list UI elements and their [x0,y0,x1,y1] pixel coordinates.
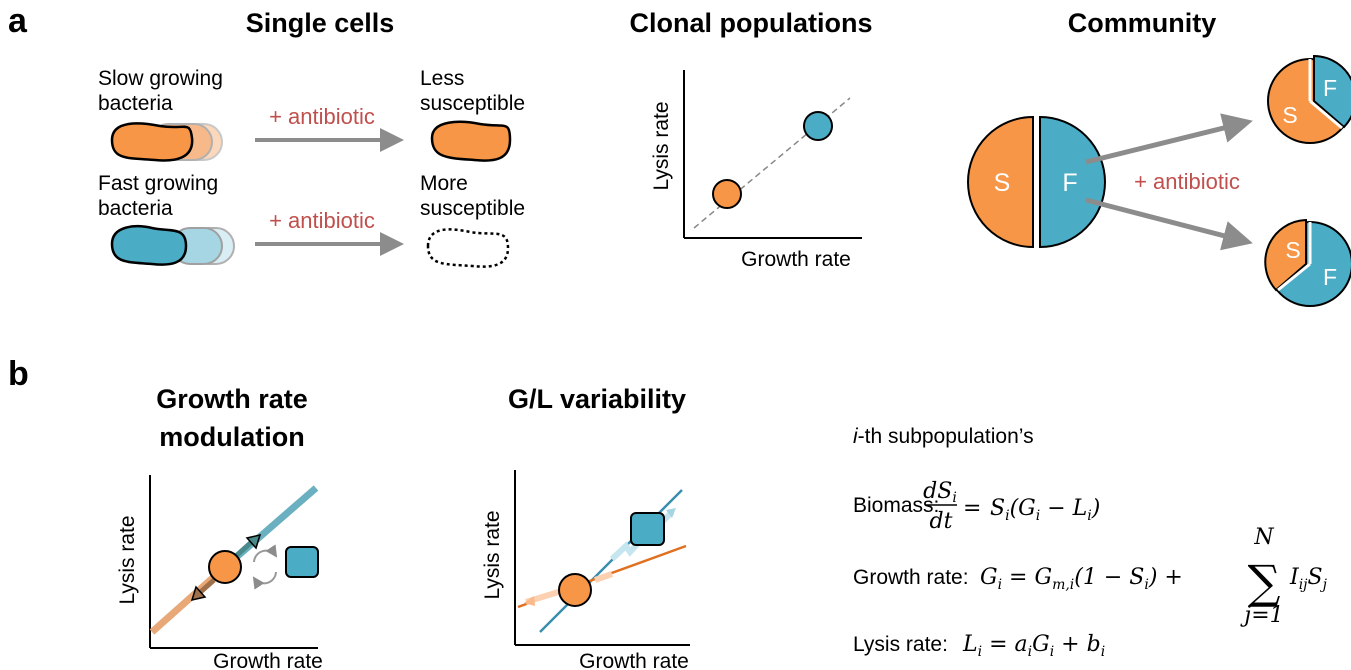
growth-mod-up-arrowhead [245,533,262,550]
gl-variability-panel: G/L variability Lysis rate Growth rate [481,384,690,670]
slow-label-line2: bacteria [98,92,173,115]
fast-label-line2: bacteria [98,197,173,220]
gl-var-orange-shadow-arrowhead [524,596,535,606]
growth-mod-circle [208,550,242,584]
slow-label-line1: Slow growing [98,67,223,90]
community-top-pie: S F [1267,54,1351,144]
more-label-line1: More [420,172,468,195]
slow-bacterium-icon [110,122,223,162]
community-title: Community [1068,8,1217,38]
community-arrow-down [1085,197,1253,251]
panel-b-letter: b [8,355,29,393]
growth-modulation-panel: Growth rate modulation Lysis rate Growth… [116,384,323,670]
header-italic-i: i [853,425,859,448]
svg-text:dt: dt [930,509,953,534]
svg-text:j=1: j=1 [1239,603,1283,628]
panel-a-letter: a [8,2,28,40]
clonal-fast-point [803,111,833,141]
svg-text:Gi = Gm,i(1 − Si) +: Gi = Gm,i(1 − Si) + [980,565,1183,593]
clonal-slow-point [712,179,742,209]
gl-var-circle [558,573,592,607]
svg-text:Li = aiGi + bi: Li = aiGi + bi [962,632,1105,660]
growth-mod-down-arrowhead [190,585,207,602]
big-pie-f-label: F [1062,169,1077,197]
biomass-equation: dSi dt = Si(Gi − Li) [923,479,1100,534]
antibiotic-bottom-label: + antibiotic [269,208,375,233]
antibiotic-top-label: + antibiotic [269,104,375,129]
bottom-pie-f-label: F [1323,264,1337,290]
fast-label-line1: Fast growing [98,172,218,195]
gl-var-blue-shadow-arrowhead [666,508,676,518]
clonal-x-label: Growth rate [741,248,851,271]
gl-var-title: G/L variability [508,384,686,414]
equations-block: i-th subpopulation’s Biomass: dSi dt = S… [853,425,1328,660]
svg-text:=: = [963,496,981,521]
less-susceptible-bacterium-icon [430,120,512,162]
community-antibiotic-label: + antibiotic [1134,169,1240,194]
bottom-pie-s-label: S [1285,237,1300,263]
growth-rate-equation: Gi = Gm,i(1 − Si) + N ∑ j=1 IijSj [980,525,1328,628]
single-cells-panel: Single cells Slow growing bacteria + ant… [98,8,525,268]
equations-header: i-th subpopulation’s [853,425,1034,448]
less-label-line2: susceptible [420,92,525,115]
svg-text:dSi: dSi [923,479,957,506]
big-pie-s-label: S [994,169,1011,197]
lysis-rate-label: Lysis rate: [853,633,948,656]
growth-mod-y-label: Lysis rate [116,515,139,604]
clonal-title: Clonal populations [630,8,873,38]
growth-mod-switch-arrow-top [253,544,278,563]
more-label-line2: susceptible [420,197,525,220]
community-panel: Community S F + antibiotic S F S F [967,8,1351,307]
top-pie-f-label: F [1323,75,1337,101]
less-label-line1: Less [420,67,464,90]
gl-var-blue-line [539,489,683,633]
growth-mod-x-label: Growth rate [213,650,323,670]
lysis-rate-equation: Li = aiGi + bi [962,632,1105,660]
fast-bacterium-icon [110,225,235,266]
top-pie-s-label: S [1282,102,1297,128]
growth-mod-square [285,546,319,578]
clonal-y-label: Lysis rate [650,101,673,190]
clonal-populations-panel: Clonal populations Lysis rate Growth rat… [630,8,873,271]
community-big-pie: S F [967,115,1106,249]
gl-var-y-label: Lysis rate [481,510,504,599]
community-bottom-pie: S F [1264,218,1351,307]
growth-mod-switch-arrow-bottom [252,571,277,590]
gl-var-orange-shadow-arrow-2 [594,571,613,583]
growth-mod-title-line2: modulation [159,422,304,452]
svg-text:Si(Gi − Li): Si(Gi − Li) [990,496,1100,524]
svg-text:N: N [1253,525,1274,550]
svg-text:∑: ∑ [1248,555,1281,609]
growth-mod-title-line1: Growth rate [156,384,308,414]
community-arrow-up [1085,113,1253,165]
header-rest: -th subpopulation’s [858,425,1034,448]
growth-rate-label: Growth rate: [853,566,969,589]
gl-var-x-label: Growth rate [579,650,689,670]
svg-text:IijSj: IijSj [1289,565,1328,593]
biomass-label: Biomass: [853,494,939,517]
single-cells-title: Single cells [246,8,395,38]
gl-var-square [630,512,665,546]
lysed-bacterium-outline-icon [426,228,510,268]
